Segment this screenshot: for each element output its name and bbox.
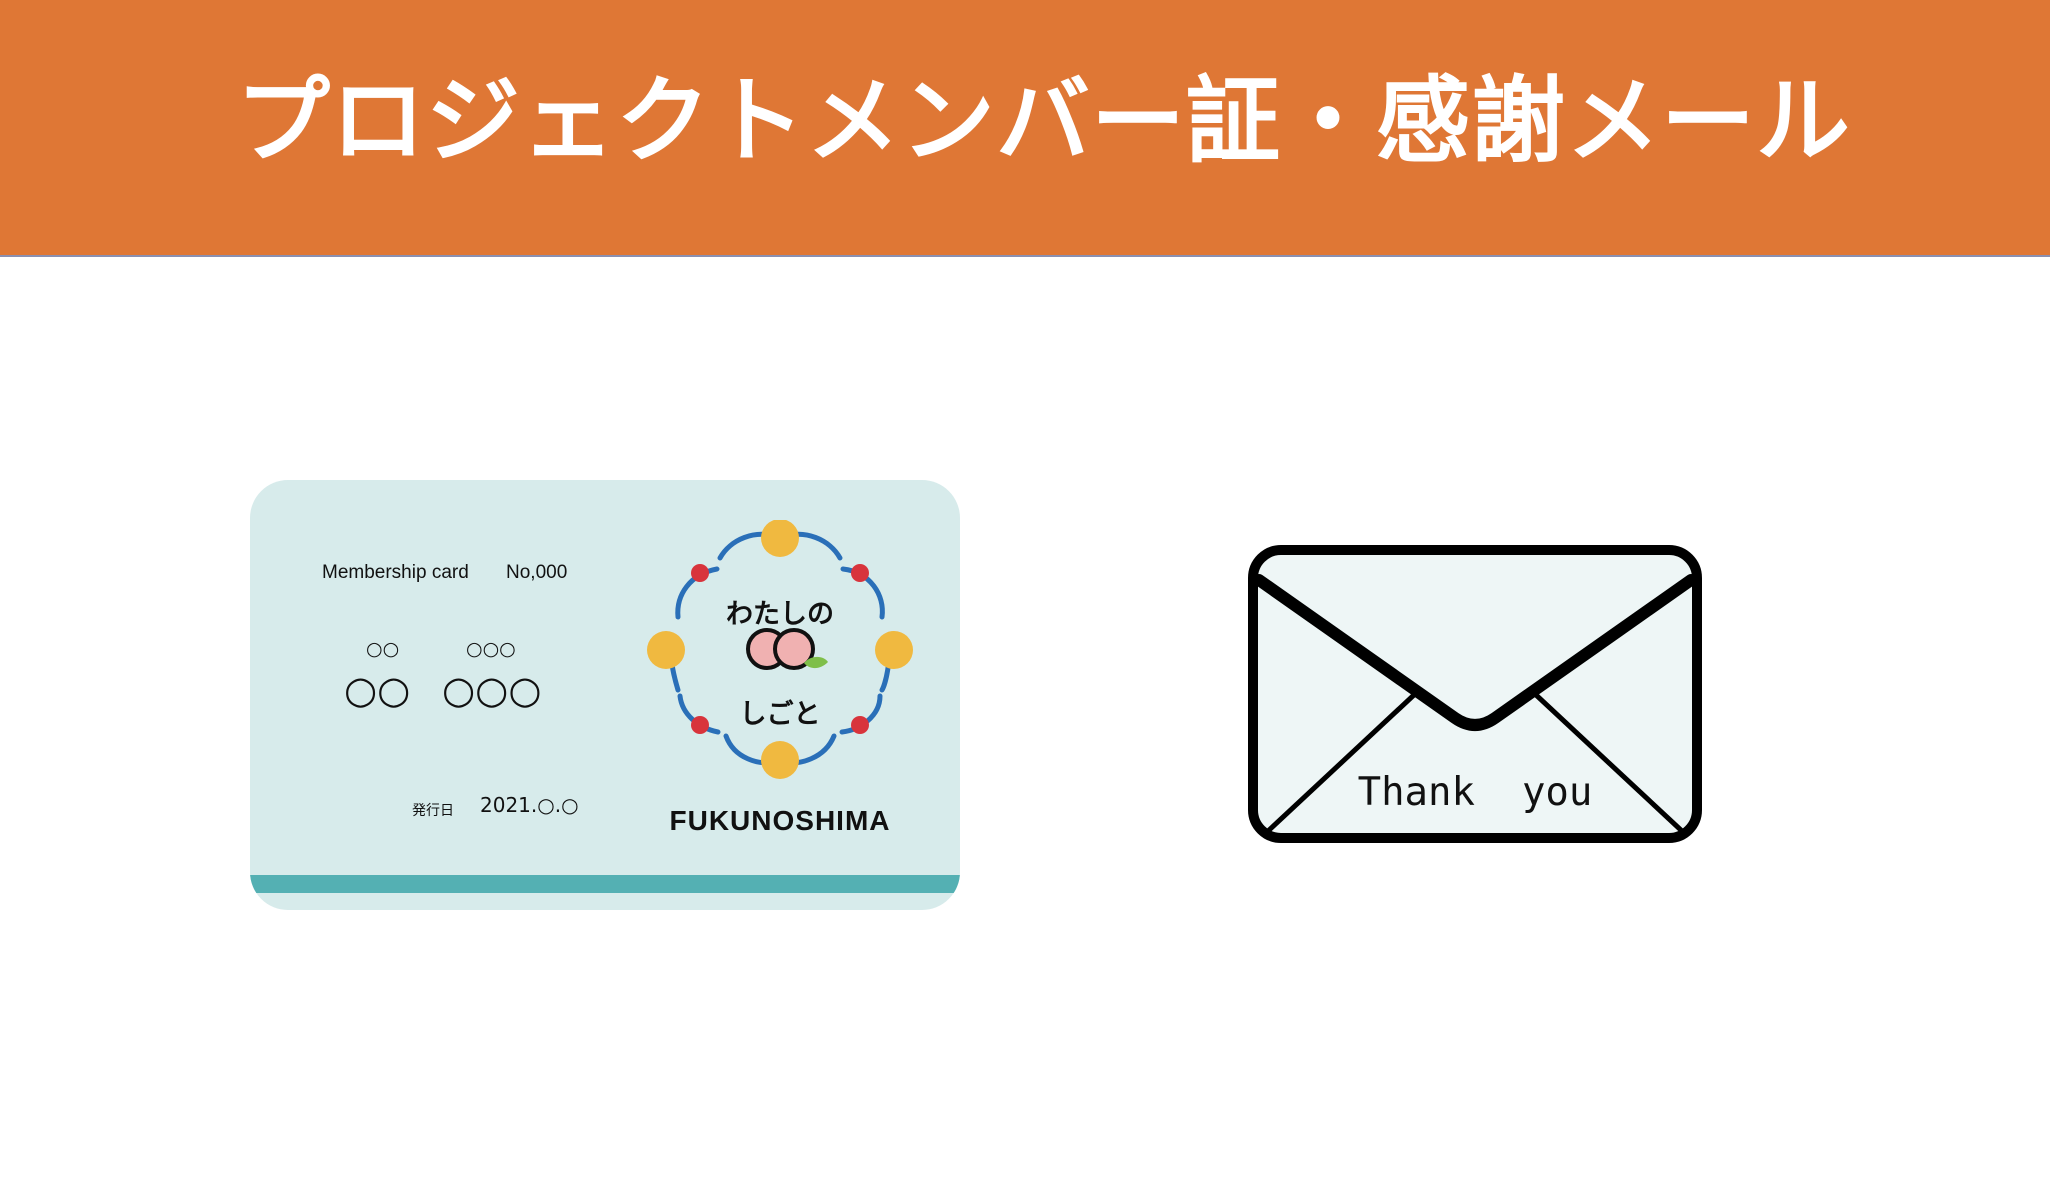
card-stripe <box>250 875 960 893</box>
header-bar: プロジェクトメンバー証・感謝メール <box>0 0 2050 257</box>
card-issue-date: 2021.○.○ <box>480 793 579 817</box>
card-name-reading-last: ○○○ <box>466 638 516 660</box>
card-issue-label: 発行日 <box>412 803 454 819</box>
logo-text-bottom: しごと <box>739 699 821 730</box>
card-name-last: ○○○ <box>442 668 542 712</box>
card-number: No,000 <box>506 562 568 583</box>
envelope-outline-icon <box>1248 545 1702 843</box>
logo-brand-name: FUKUNOSHIMA <box>669 805 891 836</box>
envelope-thank-you-text: Thank you <box>1357 770 1593 815</box>
card-label: Membership card <box>322 562 469 583</box>
membership-card: Membership card No,000 ○○ ○○○ ○○ ○○○ 発行日… <box>250 480 960 910</box>
logo-ring-icon <box>647 520 913 779</box>
logo-text-top: わたしの <box>726 599 834 630</box>
envelope-icon: Thank you <box>1245 542 1705 846</box>
card-name-reading-first: ○○ <box>366 638 400 660</box>
card-name-first: ○○ <box>344 668 411 712</box>
page-title: プロジェクトメンバー証・感謝メール <box>236 67 1852 176</box>
